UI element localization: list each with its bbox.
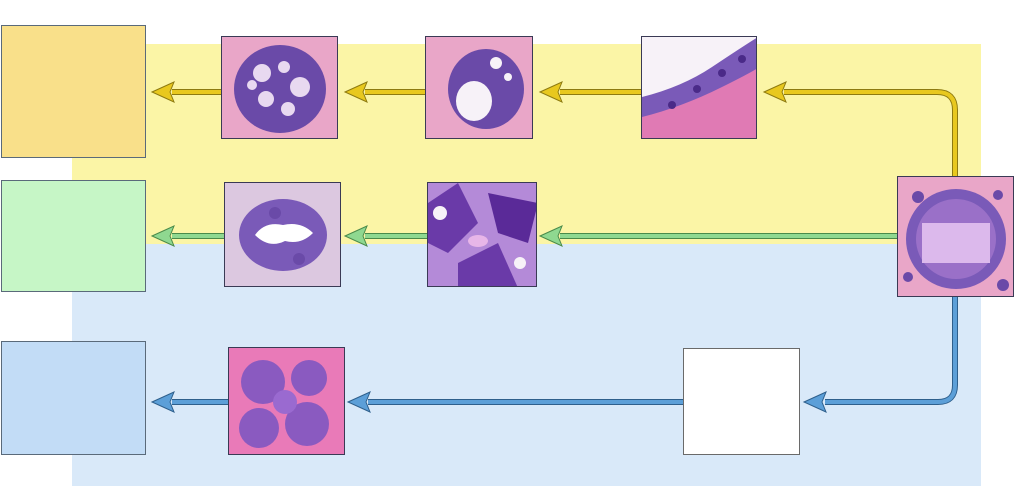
histology-duct-lumen-icon — [425, 36, 533, 139]
yellow-arrow-head-source — [762, 81, 787, 103]
green-arrow-1 — [538, 225, 897, 247]
yellow-outcome-box — [1, 25, 146, 158]
blue-arrow-2 — [150, 391, 228, 413]
blue-arrow-head-source — [802, 391, 827, 413]
blue-arrow-1 — [346, 391, 683, 413]
blue-outcome-box — [1, 341, 146, 455]
yellow-arrow-2 — [343, 81, 425, 103]
green-outcome-box — [1, 180, 146, 292]
blue-intermediate-empty-box — [683, 348, 800, 455]
histology-ductal-origin-icon — [897, 176, 1014, 297]
green-arrow-3 — [150, 225, 224, 247]
yellow-arrow-1 — [538, 81, 641, 103]
histology-solid-nests-icon — [228, 347, 345, 455]
yellow-connector-line — [784, 89, 958, 178]
histology-columnar-lesion-icon — [641, 36, 757, 139]
histology-pleomorphic-cells-icon — [427, 182, 537, 287]
blue-connector-line — [825, 296, 958, 405]
histology-cribriform-duct-icon — [221, 36, 338, 139]
green-arrow-2 — [343, 225, 427, 247]
histology-micropapillary-duct-icon — [224, 182, 341, 287]
yellow-arrow-3 — [150, 81, 221, 103]
